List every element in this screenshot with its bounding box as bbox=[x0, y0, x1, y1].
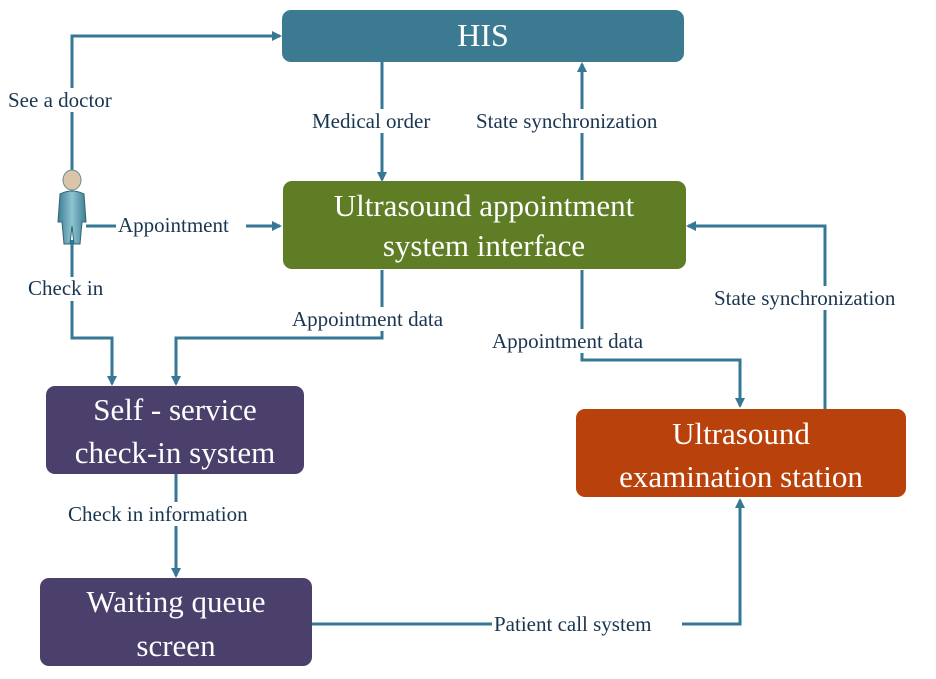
interface-label-line2: system interface bbox=[383, 228, 585, 263]
node-self-service: Self - service check-in system bbox=[46, 386, 304, 474]
self-service-label-line1: Self - service bbox=[93, 392, 257, 427]
waiting-queue-label-line2: screen bbox=[136, 628, 216, 663]
person-icon bbox=[57, 169, 87, 245]
waiting-queue-box bbox=[40, 578, 312, 666]
label-patient-call-system: Patient call system bbox=[494, 612, 651, 636]
edge-patient-call bbox=[312, 498, 745, 626]
exam-station-box bbox=[576, 409, 906, 497]
exam-station-label-line2: examination station bbox=[619, 459, 863, 494]
his-label: HIS bbox=[457, 17, 509, 53]
label-see-doctor: See a doctor bbox=[8, 88, 112, 112]
label-medical-order: Medical order bbox=[312, 109, 430, 133]
node-his: HIS bbox=[282, 10, 684, 62]
node-appointment-interface: Ultrasound appointment system interface bbox=[283, 181, 686, 269]
self-service-label-line2: check-in system bbox=[75, 435, 276, 470]
edge-labels: See a doctor Appointment Check in Medica… bbox=[6, 88, 930, 636]
label-state-sync-exam: State synchronization bbox=[714, 286, 896, 310]
label-appointment-data-right: Appointment data bbox=[492, 329, 644, 353]
label-state-sync-his: State synchronization bbox=[476, 109, 658, 133]
exam-station-label-line1: Ultrasound bbox=[672, 416, 810, 451]
edge-check-in bbox=[70, 240, 117, 386]
label-check-in-information: Check in information bbox=[68, 502, 248, 526]
waiting-queue-label-line1: Waiting queue bbox=[86, 584, 265, 619]
interface-box bbox=[283, 181, 686, 269]
node-waiting-queue: Waiting queue screen bbox=[40, 578, 312, 666]
node-exam-station: Ultrasound examination station bbox=[576, 409, 906, 497]
label-check-in: Check in bbox=[28, 276, 104, 300]
label-appointment-data-left: Appointment data bbox=[292, 307, 444, 331]
label-appointment: Appointment bbox=[118, 213, 229, 237]
self-service-box bbox=[46, 386, 304, 474]
edge-appointment-data-right bbox=[580, 270, 745, 408]
interface-label-line1: Ultrasound appointment bbox=[334, 188, 635, 223]
edge-appointment-data-left bbox=[171, 270, 384, 386]
edge-see-doctor bbox=[70, 31, 282, 180]
his-box bbox=[282, 10, 684, 62]
edge-state-sync-exam bbox=[686, 221, 827, 410]
